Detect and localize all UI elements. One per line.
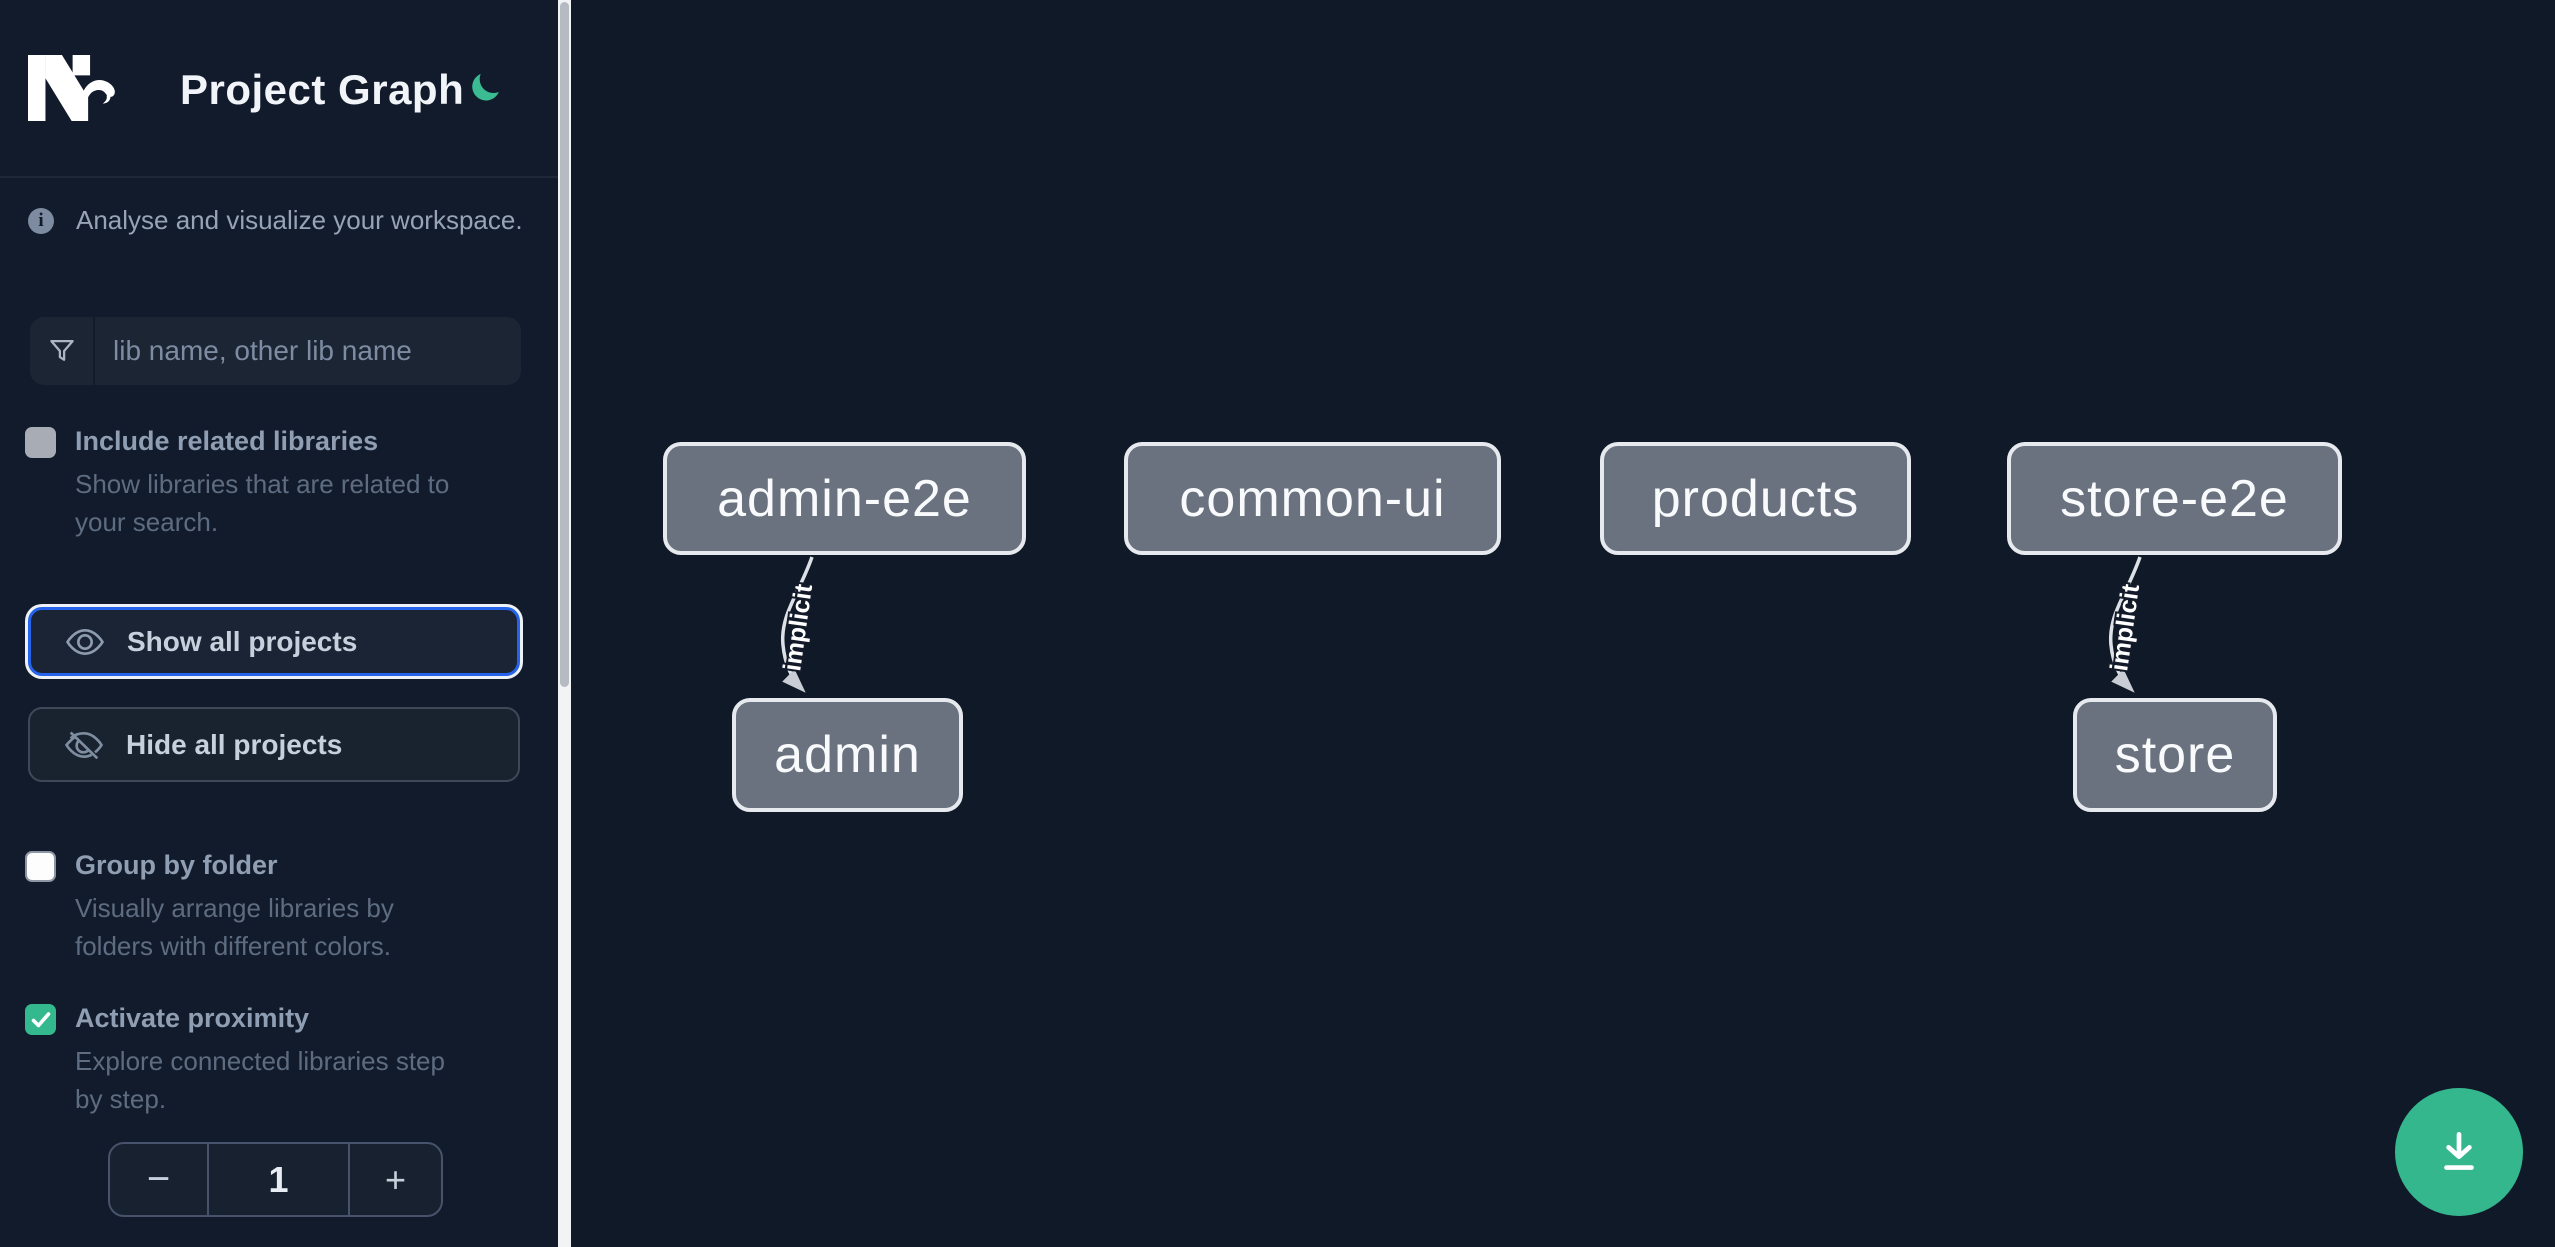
filter-bar — [30, 317, 521, 385]
group-by-folder-description: Visually arrange libraries by folders wi… — [75, 889, 521, 965]
description-line: folders with different colors. — [75, 931, 391, 961]
show-all-projects-label: Show all projects — [127, 625, 358, 657]
show-all-projects-button[interactable]: Show all projects — [28, 607, 520, 676]
edge-label-implicit[interactable]: implicit — [2103, 580, 2147, 675]
info-icon: i — [28, 207, 54, 234]
node-label: store-e2e — [2060, 469, 2289, 528]
graph-node-admin[interactable]: admin — [732, 698, 963, 812]
node-label: store — [2114, 726, 2236, 784]
filter-icon — [30, 317, 95, 385]
project-graph-canvas[interactable]: implicit implicit admin-e2e common-ui pr… — [571, 0, 2555, 1247]
description-line: your search. — [75, 507, 219, 537]
hide-all-projects-button[interactable]: Hide all projects — [28, 707, 520, 782]
group-by-folder-row: Group by folder Visually arrange librari… — [25, 849, 521, 965]
node-label: common-ui — [1179, 469, 1446, 528]
activate-proximity-checkbox[interactable] — [25, 1004, 56, 1035]
nx-logo-icon — [28, 55, 115, 121]
activate-proximity-label[interactable]: Activate proximity — [75, 1003, 310, 1033]
proximity-increment-button[interactable]: + — [384, 1158, 407, 1200]
page-title: Project Graph — [180, 66, 465, 113]
edge-store-e2e-to-store[interactable] — [2108, 556, 2142, 693]
graph-node-admin-e2e[interactable]: admin-e2e — [663, 442, 1026, 555]
download-image-button[interactable] — [2395, 1088, 2523, 1216]
sidebar: Project Graph i Analyse and visualize yo… — [0, 0, 558, 1247]
sidebar-header: Project Graph — [0, 0, 558, 178]
workspace-info: i Analyse and visualize your workspace. — [28, 205, 523, 236]
group-by-folder-label[interactable]: Group by folder — [75, 850, 278, 880]
proximity-decrement-button[interactable]: − — [146, 1157, 171, 1201]
graph-node-products[interactable]: products — [1600, 442, 1911, 555]
proximity-value: 1 — [207, 1144, 350, 1215]
graph-edges: implicit implicit — [776, 556, 2147, 693]
node-label: admin — [774, 726, 921, 784]
description-line: Visually arrange libraries by — [75, 893, 394, 923]
include-related-label[interactable]: Include related libraries — [75, 426, 379, 456]
check-icon — [31, 1011, 50, 1027]
moon-icon[interactable] — [468, 70, 502, 104]
hide-all-projects-label: Hide all projects — [126, 728, 343, 760]
description-line: Show libraries that are related to — [75, 469, 450, 499]
download-icon — [2444, 1132, 2474, 1170]
description-line: by step. — [75, 1084, 167, 1114]
sidebar-scrollbar-track — [558, 0, 571, 1247]
description-line: Explore connected libraries step — [75, 1046, 445, 1076]
activate-proximity-row: Activate proximity Explore connected lib… — [25, 1002, 521, 1118]
eye-slash-icon — [64, 731, 104, 759]
graph-node-store[interactable]: store — [2073, 698, 2277, 812]
include-related-row: Include related libraries Show libraries… — [25, 425, 521, 541]
node-label: admin-e2e — [717, 469, 972, 528]
activate-proximity-description: Explore connected libraries step by step… — [75, 1042, 521, 1118]
node-label: products — [1651, 469, 1860, 528]
graph-node-common-ui[interactable]: common-ui — [1124, 442, 1501, 555]
sidebar-scrollbar-thumb[interactable] — [560, 2, 569, 687]
include-related-description: Show libraries that are related to your … — [75, 465, 521, 541]
edge-label-implicit[interactable]: implicit — [776, 580, 820, 675]
group-by-folder-checkbox[interactable] — [25, 851, 56, 882]
include-related-checkbox[interactable] — [25, 427, 56, 458]
info-text: Analyse and visualize your workspace. — [76, 205, 523, 235]
filter-input[interactable] — [95, 317, 521, 385]
proximity-stepper: − 1 + — [108, 1142, 443, 1217]
graph-node-store-e2e[interactable]: store-e2e — [2007, 442, 2342, 555]
edge-admin-e2e-to-admin[interactable] — [780, 556, 814, 693]
eye-icon — [65, 628, 105, 655]
